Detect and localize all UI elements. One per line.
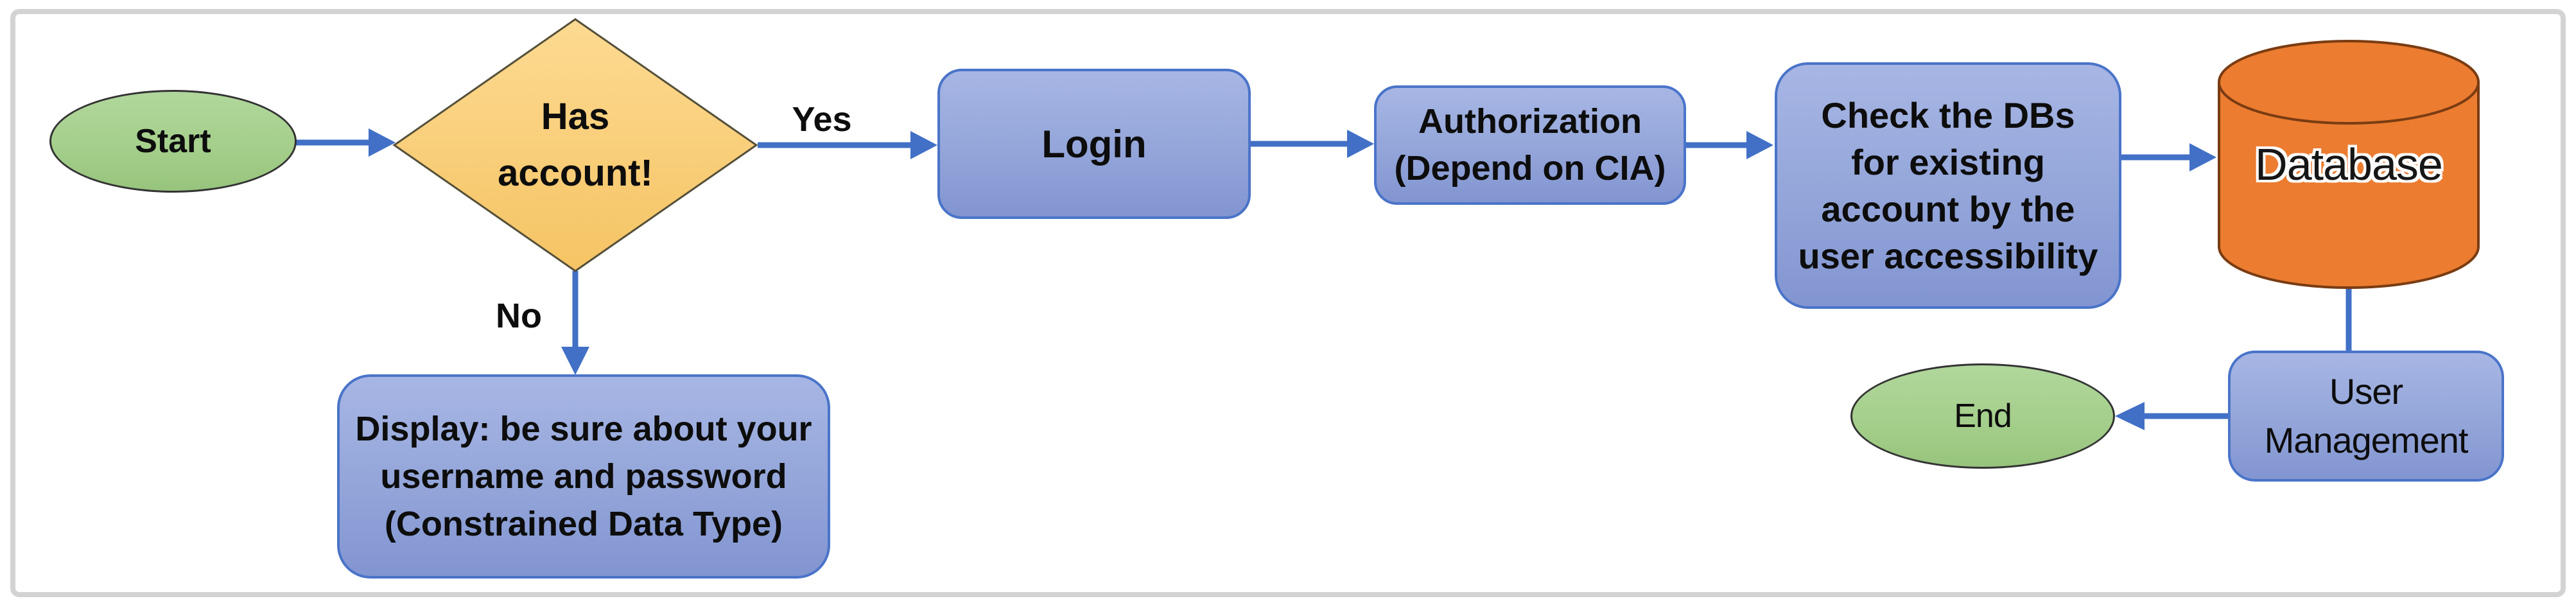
arrowhead-into-decision — [369, 128, 396, 157]
arrowhead-into-database — [2189, 143, 2216, 171]
terminator-start: Start — [49, 90, 297, 193]
text-line: for existing — [1851, 142, 2045, 182]
text-line: account! — [498, 152, 653, 194]
text-line: (Depend on CIA) — [1394, 149, 1666, 187]
arrowhead-into-authorization — [1347, 130, 1374, 158]
text-line: Check the DBs — [1821, 95, 2075, 135]
text-line: Authorization — [1418, 102, 1642, 141]
process-display-message-label: Display: be sure about your username and… — [340, 405, 828, 548]
terminator-end: End — [1850, 363, 2115, 469]
text-line: Display: be sure about your — [355, 410, 812, 448]
connector-arrowheads — [369, 128, 2216, 430]
database-cylinder-shape — [2218, 40, 2480, 289]
process-authorization-label: Authorization (Depend on CIA) — [1377, 98, 1684, 192]
edge-label-no: No — [480, 297, 557, 335]
text-line: Has — [541, 96, 610, 137]
text-line: User — [2329, 371, 2403, 412]
edge-label-yes-text: Yes — [792, 100, 852, 139]
decision-has-account-label: Has account! — [394, 89, 756, 202]
database-node: Database — [2219, 40, 2478, 289]
process-check-dbs: Check the DBs for existing account by th… — [1775, 62, 2121, 309]
text-line: username and password — [380, 457, 787, 496]
decision-has-account: Has account! — [394, 19, 756, 271]
text-line: Management — [2264, 420, 2469, 460]
edge-label-yes: Yes — [777, 100, 867, 139]
process-user-management-label: User Management — [2231, 367, 2502, 465]
process-login-label: Login — [1041, 122, 1147, 166]
database-label: Database — [2255, 139, 2443, 189]
edge-label-no-text: No — [496, 297, 542, 335]
process-login: Login — [937, 69, 1251, 219]
arrowhead-into-display — [561, 347, 589, 375]
database-cylinder-top — [2218, 40, 2480, 125]
text-line: user accessibility — [1798, 236, 2098, 276]
process-user-management: User Management — [2228, 351, 2504, 482]
process-authorization: Authorization (Depend on CIA) — [1374, 85, 1686, 205]
process-display-message: Display: be sure about your username and… — [337, 374, 830, 579]
terminator-end-label: End — [1954, 397, 2012, 435]
connector-lines — [292, 139, 2352, 419]
arrowhead-into-check — [1746, 131, 1773, 159]
text-line: (Constrained Data Type) — [384, 505, 783, 543]
terminator-start-label: Start — [135, 123, 211, 160]
process-check-dbs-label: Check the DBs for existing account by th… — [1777, 92, 2119, 279]
arrowhead-into-login — [910, 131, 937, 159]
database-cylinder-body — [2218, 81, 2480, 289]
arrowhead-into-end — [2115, 402, 2145, 430]
decision-diamond-shape — [392, 18, 758, 272]
text-line: account by the — [1821, 189, 2075, 229]
